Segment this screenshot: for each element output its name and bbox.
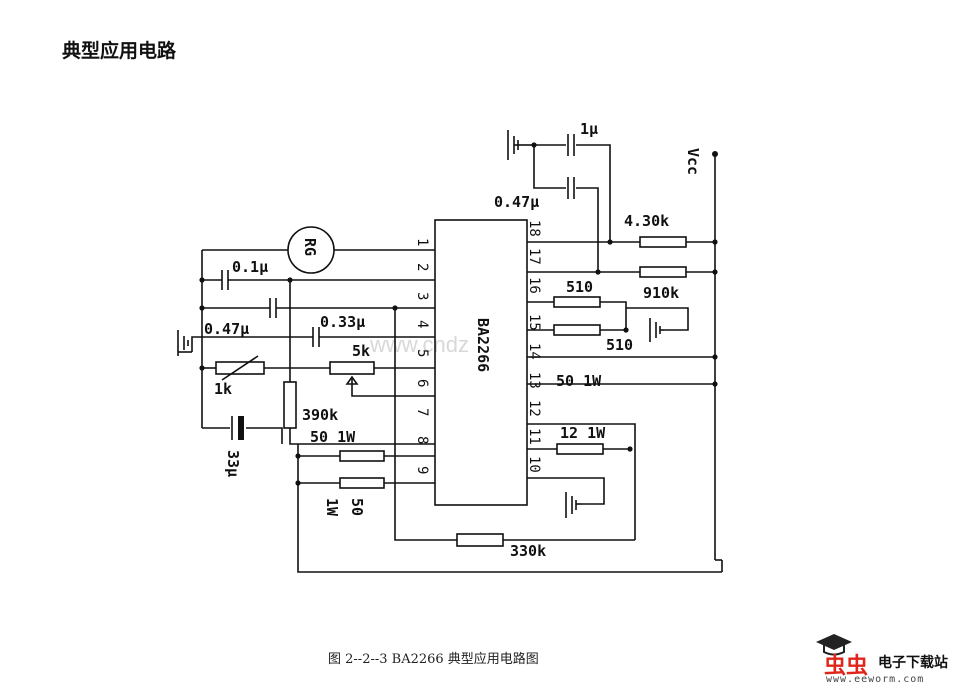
pin-7: 7 [414,408,430,416]
pin-12: 12 [526,400,542,417]
pin-18: 18 [526,220,542,237]
logo-main-text: 虫虫 [824,653,869,679]
vcc-label: Vcc [684,148,702,175]
label-910k: 910k [643,284,679,302]
resistor-330k [456,533,504,547]
cap-1u [567,134,575,156]
label-390k: 390k [302,406,338,424]
resistor-50-pin8 [339,450,385,462]
label-510-b: 510 [606,336,633,354]
label-0-33u: 0.33μ [320,313,365,331]
pin-9: 9 [414,466,430,474]
label-50-1w-a: 50 1W [310,428,356,446]
resistor-910k [639,266,687,278]
cap-0-33u [312,327,320,347]
pin-8: 8 [414,436,430,444]
label-0-1u: 0.1μ [232,258,268,276]
pin-6: 6 [414,379,430,387]
ic-name: BA2266 [474,318,492,372]
pin-11: 11 [526,428,542,445]
pin-4: 4 [414,320,430,328]
pin-2: 2 [414,263,430,271]
label-50-1w-b: 50 1W [556,372,602,390]
ground-icon-left [177,330,192,356]
resistor-50-pin9 [339,477,385,489]
pin-1: 1 [414,238,430,246]
pin-10: 10 [526,456,542,473]
junction-dots [199,142,718,486]
ground-icon-middle [649,318,664,342]
label-12-1w: 12 1W [560,424,606,442]
label-4-30k: 4.30k [624,212,669,230]
resistor-510-b [553,324,601,336]
label-5k: 5k [352,342,370,360]
figure-caption: 图 2--2--3 BA2266 典型应用电路图 [328,652,539,667]
label-1w: 1W [323,498,341,517]
pin-14: 14 [526,343,542,360]
rg-source [287,226,335,274]
site-logo: 虫虫 电子下载站 www.eeworm.com [808,630,958,685]
ic-right-pins: 18 17 16 15 14 13 12 11 10 [526,220,542,473]
watermark: www.cndz [369,332,469,357]
resistor-510-a [553,296,601,308]
ic-left-pins: 1 2 3 4 5 6 7 8 9 [414,238,430,474]
right-wiring [522,144,723,572]
cap-pin3 [269,298,277,318]
pot-5k [329,361,375,375]
label-1u: 1μ [580,120,598,138]
rg-label: RG [301,238,319,256]
logo-sub-text: 电子下载站 [878,655,948,671]
page-title: 典型应用电路 [62,40,177,62]
label-330k: 330k [510,542,546,560]
pin-16: 16 [526,277,542,294]
label-1k: 1k [214,380,232,398]
label-510-a: 510 [566,278,593,296]
pin-5: 5 [414,349,430,357]
logo-url: www.eeworm.com [826,674,925,685]
pin-3: 3 [414,292,430,300]
cap-0-47u-top [567,177,575,199]
ground-icon-top [507,130,522,160]
label-50: 50 [348,498,366,516]
pin-13: 13 [526,372,542,389]
graduation-cap-icon [816,634,852,656]
pin-17: 17 [526,248,542,265]
label-33u: 33μ [224,450,242,477]
cap-0-1u [221,270,229,290]
ground-icon-bottom [565,492,582,518]
resistor-12-1w [556,443,604,455]
label-0-47u-left: 0.47μ [204,320,249,338]
resistor-390k [283,381,297,429]
label-0-47u-top: 0.47μ [494,193,539,211]
left-wiring [191,249,722,573]
resistor-4-30k [639,236,687,248]
ic-body [434,219,528,506]
pin-15: 15 [526,314,542,331]
